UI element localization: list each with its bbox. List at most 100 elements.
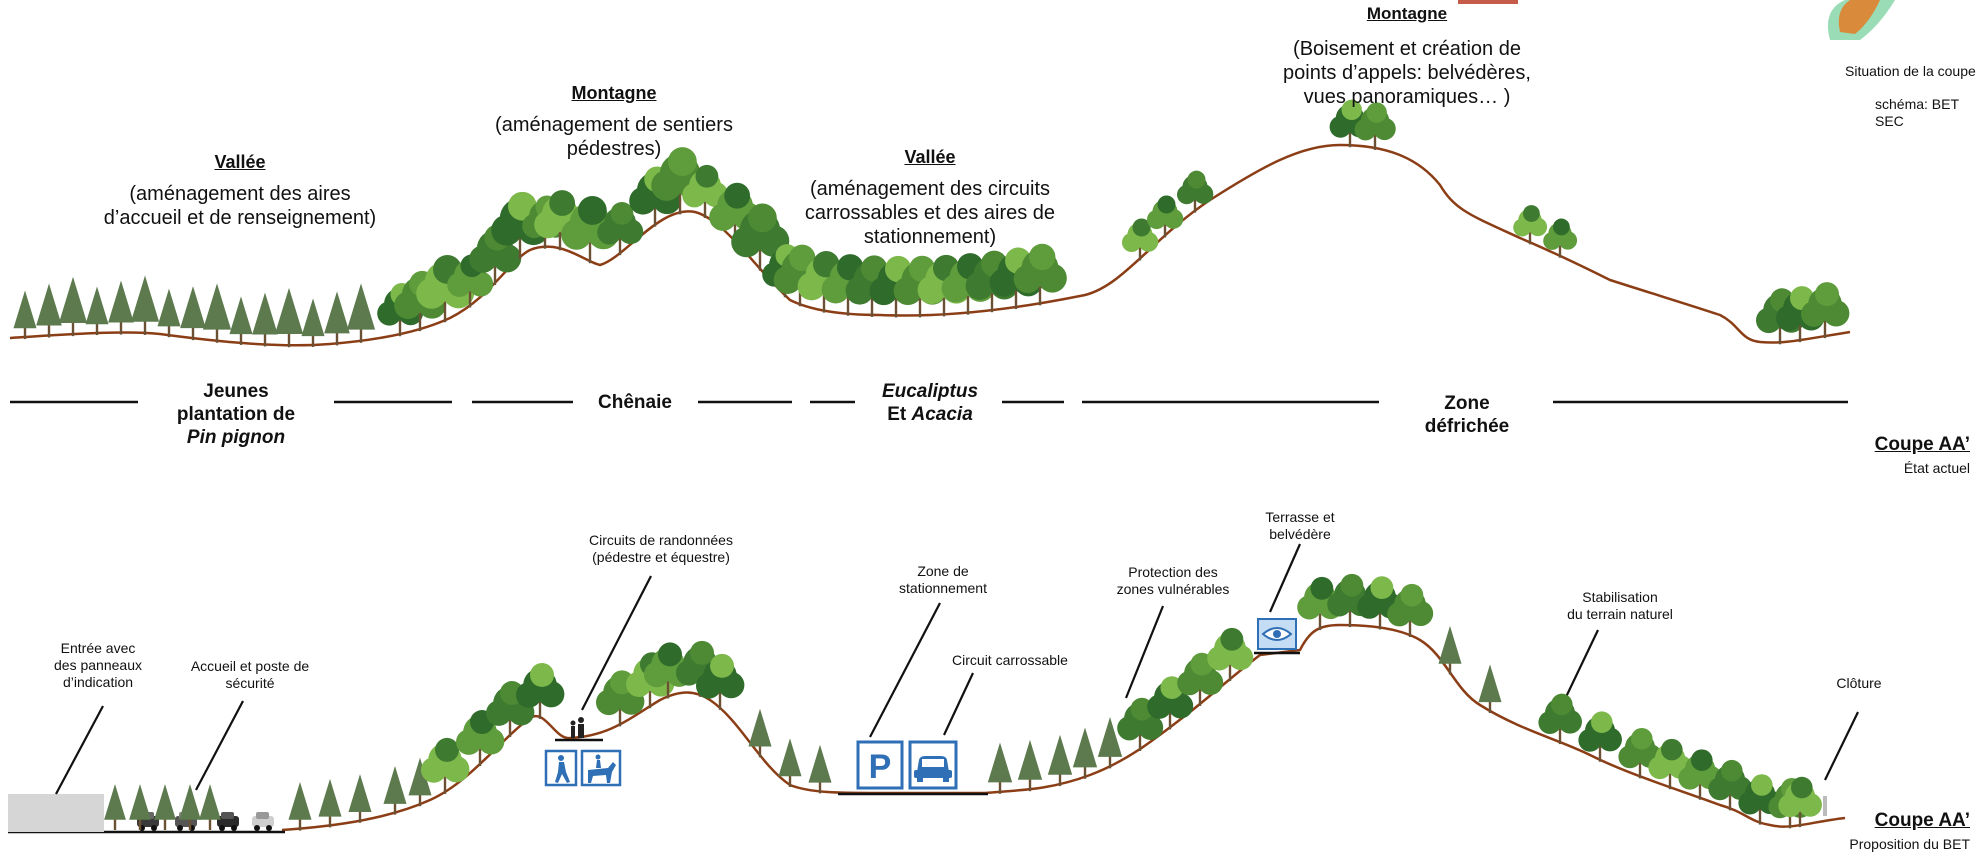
horse-rider-icon [588,754,616,783]
pedestrian-icon [555,755,570,783]
band-label-chenaie: Chênaie [598,392,672,413]
annotation-entree: Entrée avec des panneaux d’indication [54,640,142,690]
pine-tree [318,778,342,828]
location-note-line1: Situation de la coupe [1845,62,1976,79]
pine-tree [778,738,802,787]
coupe-subtitle-current: État actuel [1903,460,1970,476]
hiking-sign [544,749,622,787]
tree [596,670,645,727]
annotation-stabilisation: Stabilisation du terrain naturel [1567,589,1673,622]
band-label-pin-line1: Jeunes [203,381,269,402]
tree [1778,776,1822,828]
pine-tree [104,784,126,830]
tree [682,164,729,219]
tree [1177,652,1224,706]
tree [1801,282,1850,339]
coupe-subtitle-proposed: Proposition du BET [1849,836,1970,852]
location-note-line2: schéma: BET SEC [1875,96,1959,130]
tree [597,201,644,256]
pine-tree [252,292,278,347]
tree [1147,195,1184,238]
zone-desc-vallee-2: (aménagement des circuits carrossables e… [804,178,1056,248]
tree [1678,749,1722,800]
entrance-building [8,794,104,832]
pine-tree [748,708,772,758]
car-sign-icon [914,756,952,782]
zone-title-montagne-1: Montagne [571,83,657,103]
tree [1177,170,1214,213]
annotation-cloture: Clôture [1836,675,1882,691]
leader-randonnees [581,575,652,711]
pine-tree [346,283,376,343]
coupe-title-proposed: Coupe AA’ [1874,810,1970,831]
pine-tree [808,744,832,794]
band-label-eucalyptus-acacia: Eucaliptus Et Acacia [860,381,1000,427]
band-label-acacia: Acacia [911,403,973,425]
band-label-zone-line1: Zone [1444,393,1490,414]
leader-carrossable [943,672,974,736]
coupe-title-current: Coupe AA’ [1874,434,1970,455]
pine-tree [13,290,37,340]
pine-tree [1478,664,1502,713]
parking-letter: P [869,748,892,786]
tree [1618,727,1662,779]
tree [1013,243,1067,306]
annotation-leader-lines [55,543,1859,795]
terrain-profile-current [9,143,1851,347]
pine-tree [1047,734,1073,787]
pine-tree [130,275,160,335]
trees-layer [13,99,1850,831]
pine-tree [301,298,325,347]
pine-tree [58,276,88,337]
pine-tree [408,757,432,807]
tree [1354,102,1396,150]
zone-title-montagne-2: Montagne [1366,4,1448,23]
annotation-zone-stationnement: Zone de stationnement [899,563,987,596]
pine-tree [179,784,201,830]
eye-icon [1261,627,1293,641]
leader-entree [55,705,104,795]
pine-tree [229,296,253,345]
pine-tree [36,283,62,338]
zone-title-vallee-2: Vallée [904,147,956,167]
band-label-zone-line2: défrichée [1424,415,1510,437]
pine-tree [1438,625,1462,675]
leader-accueil [195,700,244,791]
pine-tree [324,291,350,346]
annotation-terrasse: Terrasse et belvédère [1265,509,1335,542]
tree [1513,205,1548,245]
band-label-pin-line3: Pin pignon [186,426,286,448]
pine-tree [348,774,372,823]
pine-tree [987,742,1013,794]
zone-desc-vallee-1: (aménagement des aires d’accueil et de r… [103,183,377,229]
pine-tree [1097,717,1123,769]
road-sign [908,740,958,790]
annotation-protection: Protection des zones vulnérables [1116,564,1230,597]
leader-terrasse [1268,543,1302,613]
tree [731,203,790,271]
tree [1122,218,1159,261]
leader-stabilisation [1565,629,1599,698]
leader-protection [1124,605,1165,699]
pine-tree [157,288,181,338]
annotation-circuit-carrossable: Circuit carrossable [952,652,1068,668]
annotation-accueil: Accueil et poste de sécurité [190,658,310,691]
location-note: Situation de la coupe schéma: BET SEC [1845,46,1985,147]
car-icon [217,812,239,831]
tree [696,653,745,710]
pine-tree [1017,739,1043,792]
pine-tree [199,784,221,830]
band-label-zone-defrichee: Zone défrichée [1392,393,1542,439]
pine-tree [288,782,312,831]
tree [421,737,470,794]
belvedere-sign [1257,618,1297,650]
pine-tree [274,287,304,348]
pine-tree [180,286,206,341]
zone-desc-montagne-1: (aménagement de sentiers pédestres) [495,114,733,160]
tree [1578,711,1622,762]
pine-tree [129,784,151,830]
tree [1543,218,1578,258]
zone-title-vallee-1: Vallée [214,152,266,172]
pine-tree [1072,727,1098,779]
location-map-fragment [1827,0,1895,40]
